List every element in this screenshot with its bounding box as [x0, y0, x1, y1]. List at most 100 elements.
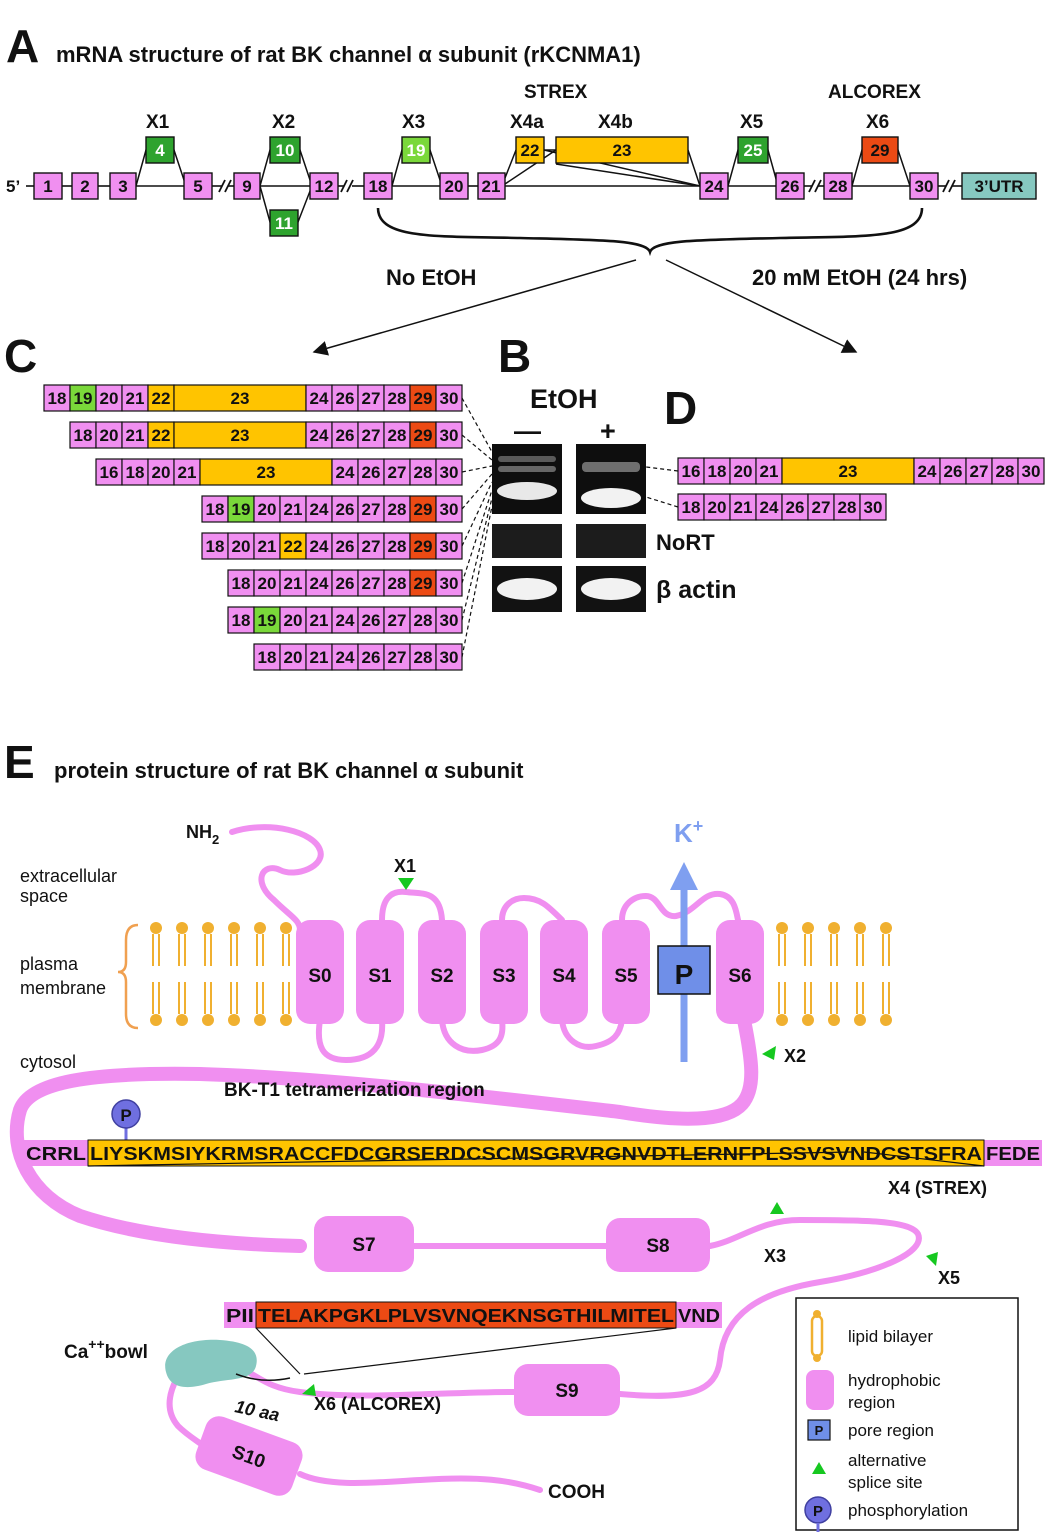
variant-exon-box — [781, 457, 915, 485]
variant-exon-box — [173, 458, 201, 486]
variant-exon-label: 28 — [414, 611, 433, 630]
nort-lane-minus — [492, 524, 562, 558]
variant-exon-label: 28 — [388, 500, 407, 519]
variant-exon-box — [331, 643, 359, 671]
variant-exon-label: 27 — [388, 463, 407, 482]
variant-exon-box — [199, 458, 333, 486]
splice-label-x2: X2 — [784, 1046, 806, 1066]
legend-hydro-label-2: region — [848, 1393, 895, 1412]
variant-exon-label: 23 — [257, 463, 276, 482]
five-prime-label: 5’ — [6, 177, 20, 196]
variant-exon-box — [409, 606, 437, 634]
strex-callout-line — [863, 1151, 985, 1167]
variant-exon-box — [279, 569, 307, 597]
legend-hydrophobic-icon — [806, 1370, 834, 1410]
variant-exon-box — [331, 384, 359, 412]
alt-exon-boxes: 4 10 11 19 22 23 25 29 — [145, 136, 899, 237]
segment-shape — [314, 1216, 414, 1272]
exon-label: 30 — [915, 177, 934, 196]
variant-to-band-line — [461, 505, 493, 658]
segment-label: S4 — [552, 966, 576, 987]
segment-label: S7 — [352, 1235, 375, 1256]
break-marks — [218, 179, 956, 193]
variant-exon-box — [305, 421, 333, 449]
variant-exon-box — [435, 421, 463, 449]
segment-s10: S10 — [195, 1416, 303, 1496]
variant-exon-label: 21 — [734, 498, 753, 517]
variant-to-band-line — [461, 497, 493, 621]
alcorex-seq-post: VND — [678, 1306, 720, 1326]
variant-exon-box — [69, 384, 97, 412]
variant-exon-label: 18 — [206, 500, 225, 519]
gel-band — [581, 578, 641, 600]
variant-to-band-line — [461, 473, 493, 510]
variant-exon-box — [383, 569, 411, 597]
alcorex-label: ALCOREX — [828, 82, 921, 103]
segment-s7: S7 — [314, 1216, 414, 1272]
lipid-bilayer — [150, 922, 892, 1026]
variant-exon-box — [121, 384, 149, 412]
exon-label: 20 — [445, 177, 464, 196]
variant-exon-label: 27 — [362, 500, 381, 519]
variant-to-band-line — [461, 481, 493, 547]
splice-marker-x3 — [770, 1202, 784, 1214]
nort-lane-plus — [576, 524, 646, 558]
exon-box — [109, 172, 137, 200]
variant-exon-box — [409, 532, 437, 560]
variant-exon-box — [383, 384, 411, 412]
alt-exon-box — [145, 136, 175, 164]
exon-label: 5 — [193, 177, 202, 196]
variant-exon-label: 22 — [152, 426, 171, 445]
variant-to-band-line — [461, 465, 493, 473]
arrow-no-etoh — [312, 259, 637, 356]
exon-label: 2 — [80, 177, 89, 196]
exon-box — [477, 172, 506, 200]
variant-exon-label: 24 — [336, 611, 355, 630]
lipid-molecule — [880, 922, 892, 1026]
variant-exon-box — [253, 532, 281, 560]
splice-label-x3: X3 — [764, 1246, 786, 1266]
lipid-molecule — [854, 922, 866, 1026]
variant-exon-label: 28 — [996, 462, 1015, 481]
variant-exon-box — [383, 532, 411, 560]
variant-exon-label: 24 — [336, 463, 355, 482]
segment-label: S3 — [492, 966, 515, 987]
variant-exon-box — [227, 532, 255, 560]
variant-exon-box — [173, 384, 307, 412]
variant-exon-label: 18 — [126, 463, 145, 482]
variant-exon-label: 20 — [258, 500, 277, 519]
variant-exon-label: 30 — [440, 574, 459, 593]
variant-exon-label: 30 — [440, 463, 459, 482]
variant-exon-box — [939, 457, 967, 485]
ca-bowl-shape — [165, 1339, 257, 1388]
variant-exon-label: 20 — [284, 611, 303, 630]
variant-exon-label: 30 — [440, 537, 459, 556]
legend-alt-label-2: splice site — [848, 1473, 923, 1492]
exon-range-brace — [376, 207, 924, 257]
gel-title: EtOH — [530, 384, 598, 414]
variant-exon-label: 21 — [178, 463, 197, 482]
gel-band — [581, 488, 641, 508]
site-label-x1: X1 — [146, 112, 170, 133]
strex-seq: LIYSKMSIYKRMSRACCFDCGRSERDCSCMSGRVRGNVDT… — [90, 1144, 982, 1164]
exon-label: 24 — [705, 177, 724, 196]
alcorex-insert — [255, 1301, 677, 1329]
variant-exon-box — [227, 495, 255, 523]
exon-label: 1 — [43, 177, 52, 196]
variant-exon-box — [383, 606, 411, 634]
gel-band — [497, 578, 557, 600]
splice-marker-x5 — [926, 1252, 938, 1266]
legend-phospho-symbol: P — [813, 1503, 823, 1520]
legend-lipid-head — [813, 1354, 821, 1362]
exon-box — [363, 172, 393, 200]
alt-exon-box — [737, 136, 769, 164]
variant-exon-box — [331, 606, 359, 634]
legend-lipid-head — [813, 1310, 821, 1318]
variant-exon-label: 27 — [388, 648, 407, 667]
exon-box — [823, 172, 853, 200]
alt-exon-box — [269, 209, 299, 237]
panel-a: A mRNA structure of rat BK channel α sub… — [6, 20, 1037, 356]
panel-e-title: protein structure of rat BK channel α su… — [54, 758, 524, 783]
variant-exon-box — [253, 495, 281, 523]
